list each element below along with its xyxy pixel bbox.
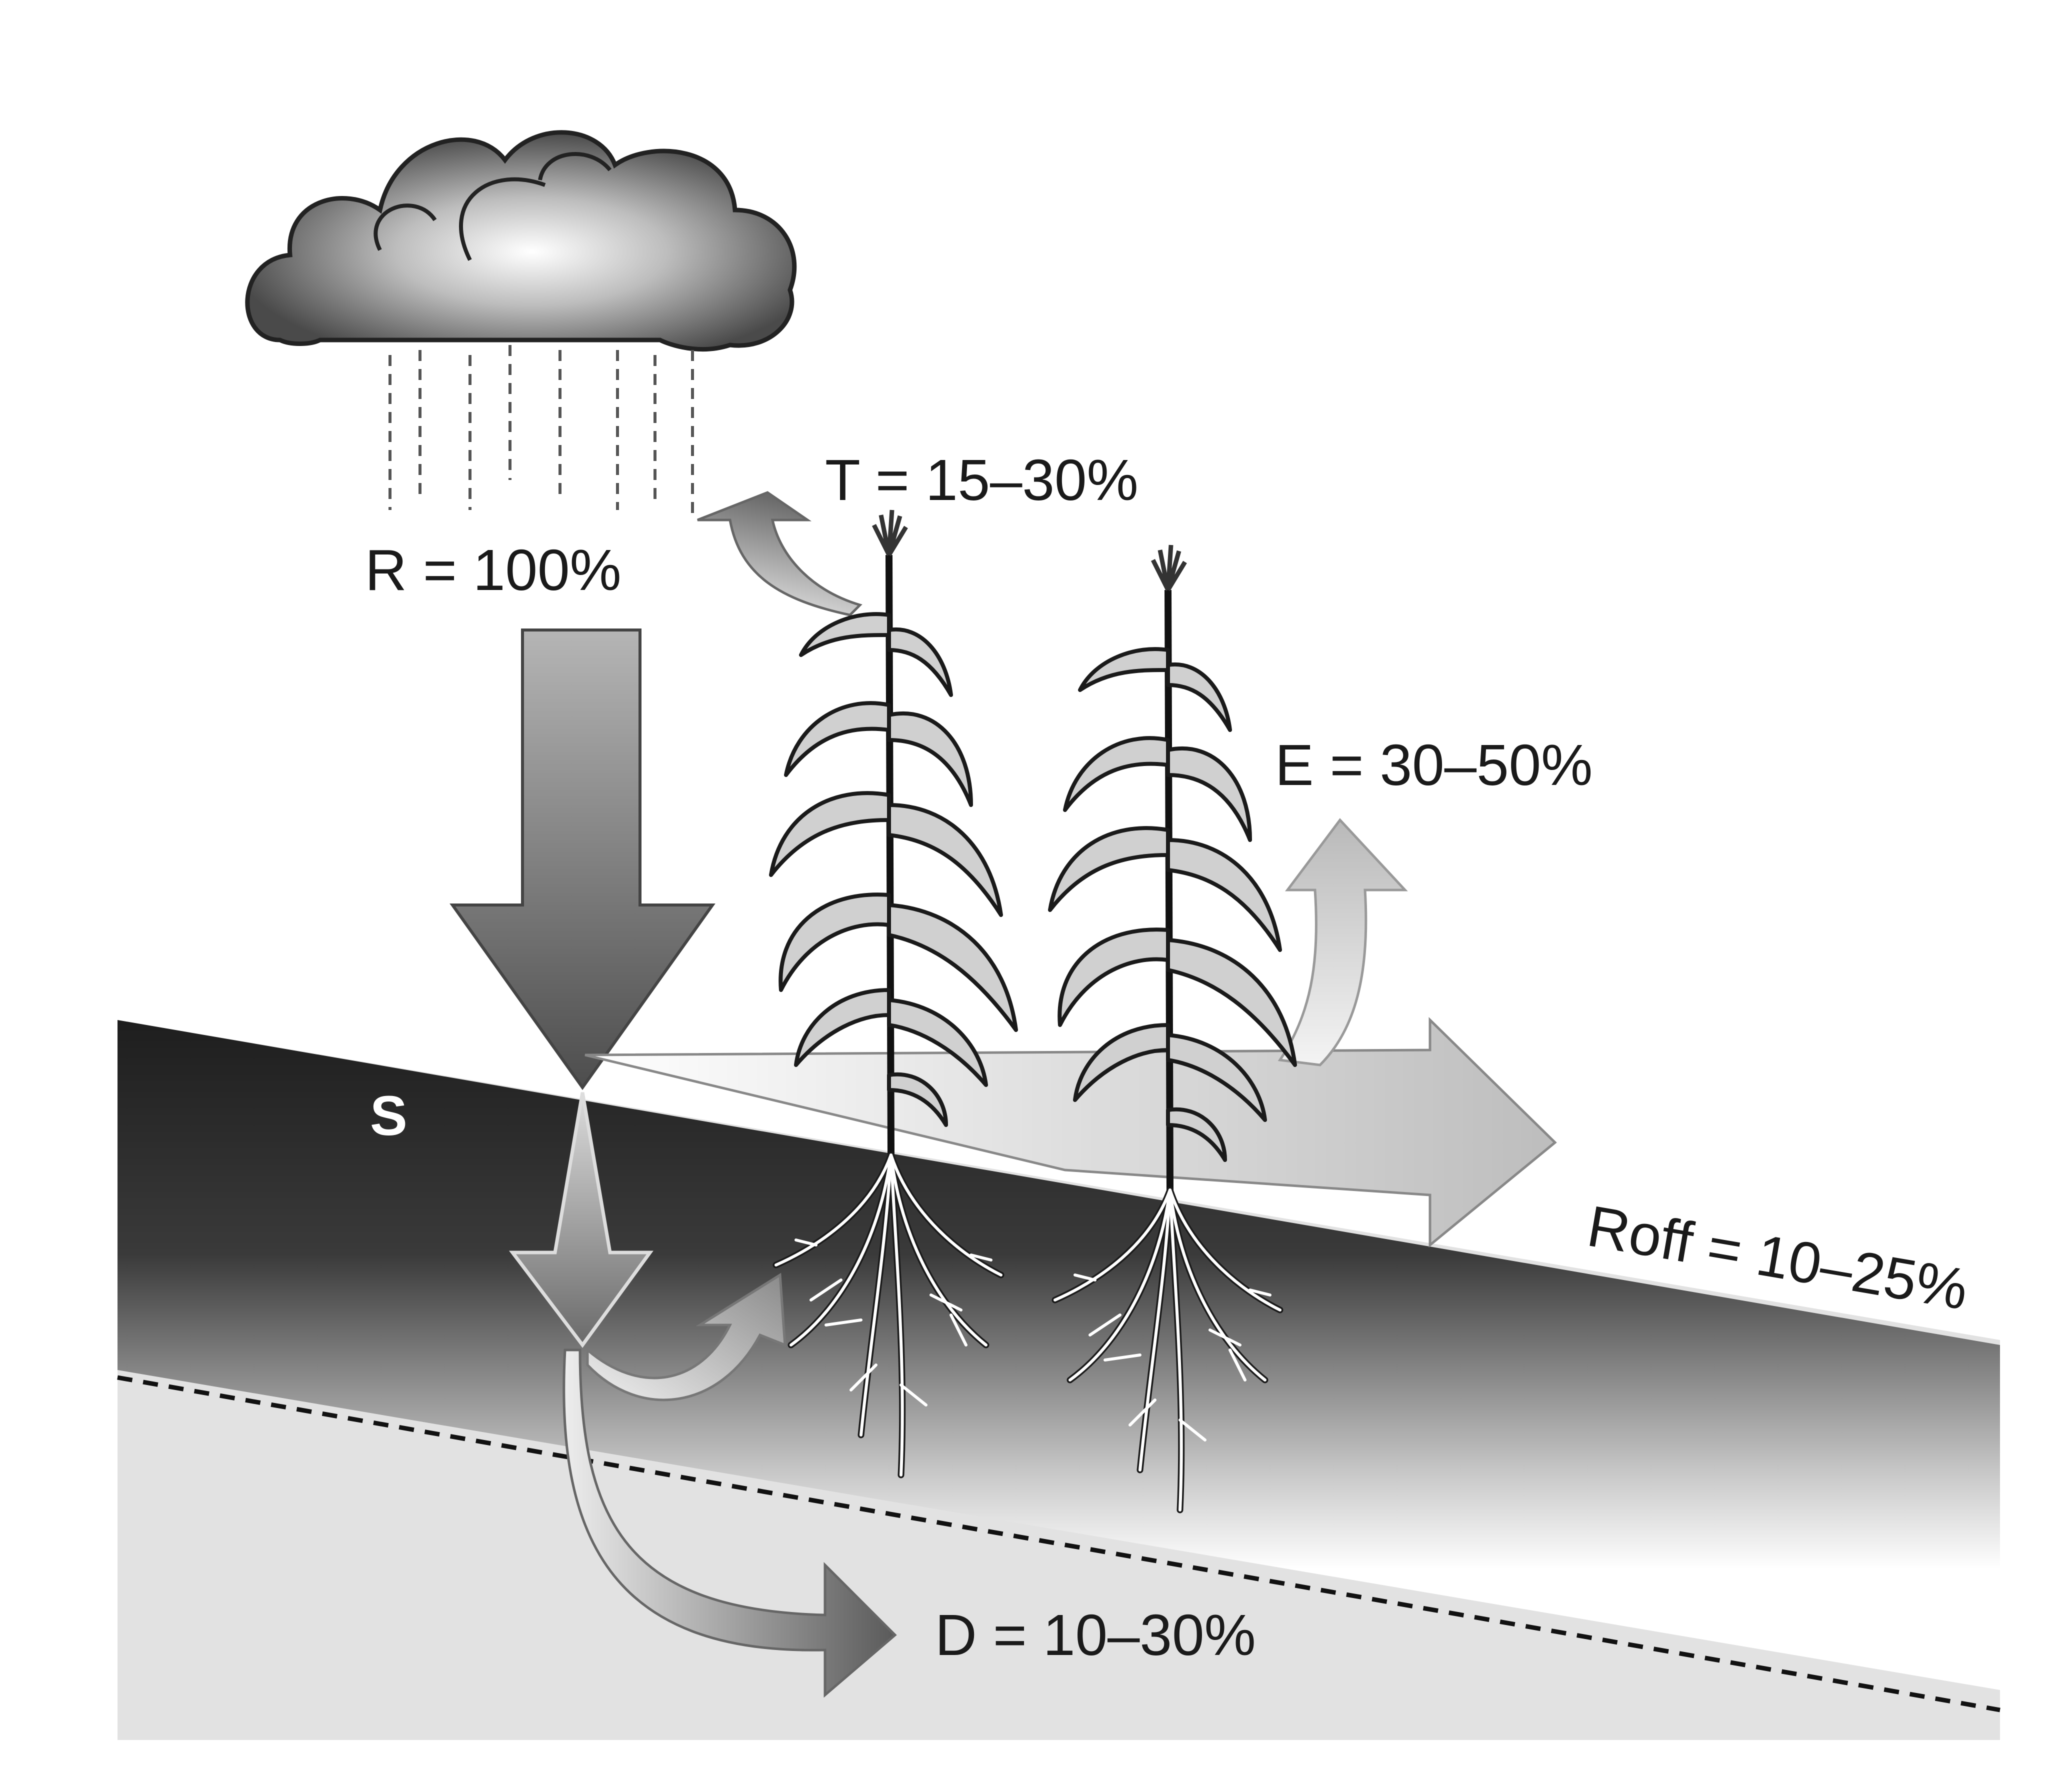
transpiration-arrow xyxy=(697,491,862,616)
infiltration-arrow xyxy=(508,1092,654,1348)
drainage-arrow xyxy=(562,1348,897,1698)
evaporation-arrow xyxy=(1278,818,1408,1066)
root-zone-boundary xyxy=(117,1375,2000,1712)
rainfall-arrow xyxy=(450,628,716,1090)
root-uptake-arrow xyxy=(586,1272,786,1402)
evaporation-label: E = 30–50% xyxy=(1275,732,1592,798)
runoff-arrow xyxy=(584,1017,1557,1248)
rain-streaks xyxy=(388,345,694,515)
rain-label: R = 100% xyxy=(365,538,622,602)
soil-water-label: S xyxy=(370,1084,408,1147)
transpiration-label: T = 15–30% xyxy=(825,448,1138,512)
drainage-label: D = 10–30% xyxy=(935,1602,1256,1668)
rain-cloud-icon xyxy=(245,130,797,352)
